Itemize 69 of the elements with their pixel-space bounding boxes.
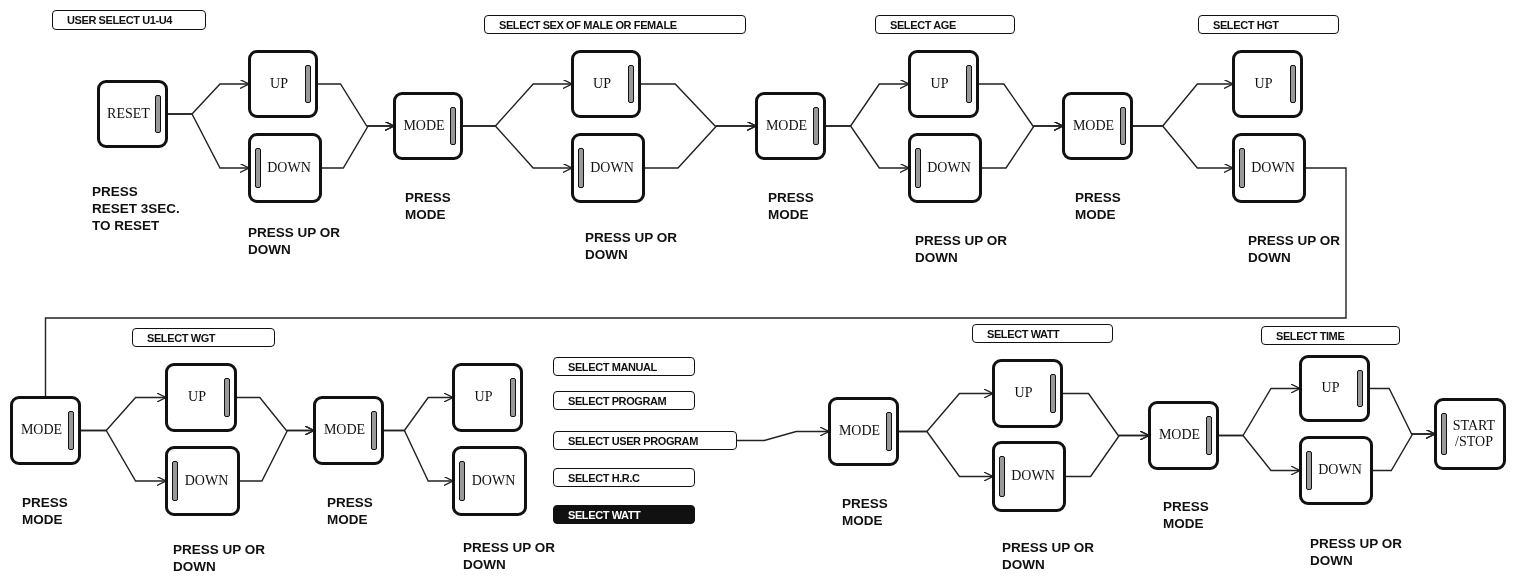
keypad-button: DOWN [1232, 133, 1306, 203]
connector-line [44, 167, 1347, 397]
keypad-button: UP [992, 359, 1063, 428]
keypad-button: MODE [10, 396, 81, 465]
keypad-button: UP [452, 363, 523, 432]
instruction-text: PRESS UP OR DOWN [463, 540, 557, 574]
arrow [462, 125, 573, 174]
arrow [383, 429, 454, 487]
instruction-text: PRESS UP OR DOWN [1310, 536, 1404, 570]
keypad-button: UP [165, 363, 237, 432]
instruction-text: PRESS MODE [327, 495, 374, 529]
keypad-button: DOWN [992, 441, 1066, 512]
instruction-text: PRESS UP OR DOWN [173, 542, 267, 576]
option-label: SELECT WATT [553, 505, 695, 524]
option-label: SELECT MANUAL [553, 357, 695, 376]
arrow [321, 120, 395, 169]
keypad-button: DOWN [165, 446, 240, 516]
arrow [644, 120, 757, 169]
keypad-button: MODE [313, 396, 384, 465]
arrow [1065, 430, 1150, 478]
option-label: SELECT HGT [1198, 15, 1339, 34]
keypad-button: START /STOP [1434, 398, 1506, 470]
option-label: SELECT H.R.C [553, 468, 695, 487]
arrow [898, 430, 994, 482]
instruction-text: PRESS MODE [405, 190, 452, 224]
keypad-button: UP [1232, 50, 1303, 118]
keypad-button: DOWN [571, 133, 645, 203]
arrow [1132, 125, 1234, 174]
instruction-text: PRESS UP OR DOWN [585, 230, 679, 264]
instruction-text: PRESS MODE [1163, 499, 1210, 533]
instruction-text: PRESS MODE [842, 496, 889, 530]
keypad-button: MODE [755, 92, 826, 160]
instruction-text: PRESS RESET 3SEC. TO RESET [92, 184, 181, 235]
keypad-button: UP [908, 50, 979, 118]
arrow [239, 425, 315, 482]
instruction-text: PRESS MODE [22, 495, 69, 529]
keypad-button: MODE [393, 92, 463, 160]
option-label: USER SELECT U1-U4 [52, 10, 206, 30]
instruction-text: PRESS UP OR DOWN [248, 225, 342, 259]
instruction-text: PRESS UP OR DOWN [1248, 233, 1342, 267]
keypad-button: UP [248, 50, 318, 118]
keypad-button: DOWN [452, 446, 527, 516]
keypad-button: RESET [97, 80, 168, 148]
arrow [80, 429, 167, 487]
instruction-text: PRESS MODE [1075, 190, 1122, 224]
option-label: SELECT AGE [875, 15, 1015, 34]
keypad-button: MODE [1062, 92, 1133, 160]
option-label: SELECT SEX OF MALE OR FEMALE [484, 15, 746, 34]
arrow [1372, 428, 1436, 472]
keypad-button: MODE [828, 397, 899, 466]
option-label: SELECT PROGRAM [553, 391, 695, 410]
option-label: SELECT WATT [972, 324, 1113, 343]
keypad-button: DOWN [1299, 436, 1373, 505]
keypad-button: UP [1299, 355, 1370, 422]
arrow [825, 125, 910, 174]
keypad-button: MODE [1148, 401, 1219, 470]
arrow [167, 113, 250, 174]
keypad-button: DOWN [908, 133, 982, 203]
keypad-button: UP [571, 50, 641, 118]
keypad-button: DOWN [248, 133, 322, 203]
instruction-text: PRESS UP OR DOWN [915, 233, 1009, 267]
option-label: SELECT WGT [132, 328, 275, 347]
instruction-text: PRESS UP OR DOWN [1002, 540, 1096, 574]
arrow [736, 426, 830, 442]
arrow [1218, 434, 1301, 476]
option-label: SELECT TIME [1261, 326, 1400, 345]
option-label: SELECT USER PROGRAM [553, 431, 737, 450]
arrow [981, 120, 1064, 169]
instruction-text: PRESS MODE [768, 190, 815, 224]
